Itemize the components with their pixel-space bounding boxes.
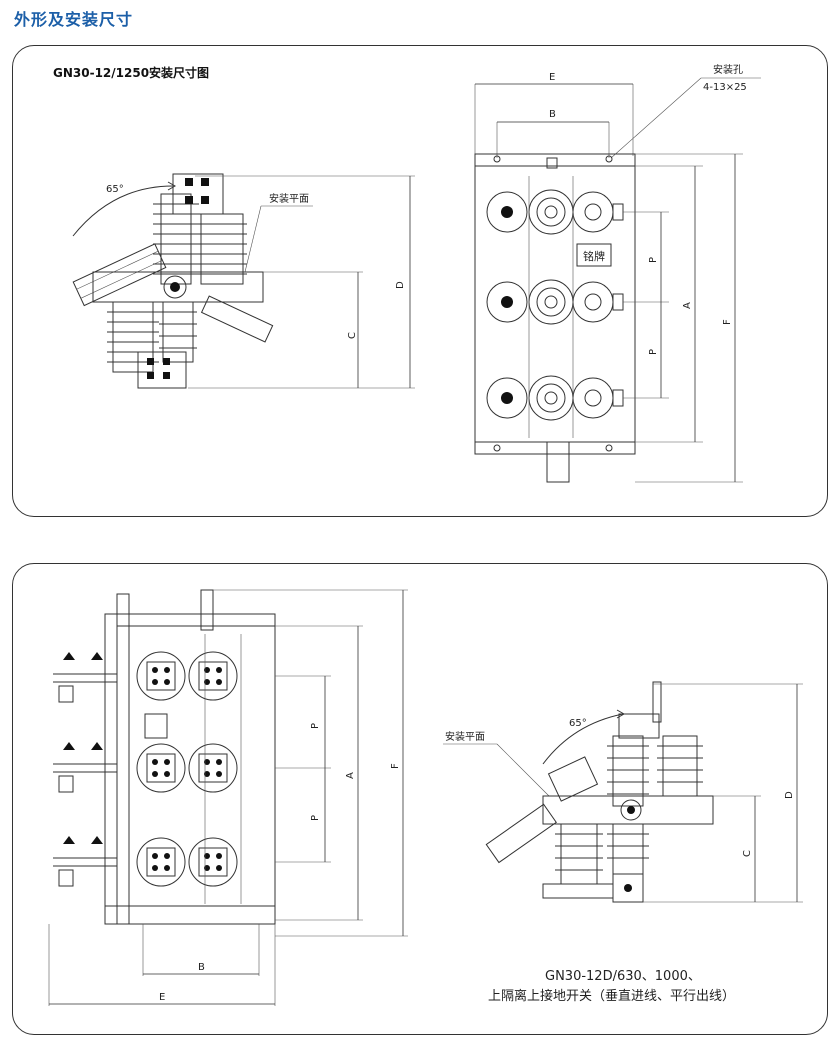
bottom-mounting-plane-label: 安装平面 (445, 730, 485, 743)
bottom-angle-label: 65° (569, 718, 587, 729)
bottom-side-view: 65° 安装平面 (443, 681, 803, 903)
bottom-dim-a-label: A (345, 772, 356, 779)
bottom-dim-f-label: F (390, 763, 401, 769)
bottom-dim-c-label: C (742, 850, 753, 857)
bottom-dim-p1-label: P (310, 723, 321, 729)
top-mounting-hole-leader (610, 77, 702, 159)
bottom-drawing-panel: P P A F B E 65° (12, 563, 828, 1035)
top-dim-b-label: B (549, 109, 556, 120)
top-mounting-hole-spec: 4-13×25 (703, 82, 747, 93)
section-title: 外形及安装尺寸 (14, 10, 134, 29)
top-dim-f-label: F (722, 319, 733, 325)
top-mounting-plane-label: 安装平面 (269, 192, 309, 205)
bottom-dim-d-label: D (784, 791, 795, 799)
top-angle-arc (72, 185, 174, 237)
top-rotated-blade (72, 243, 167, 307)
top-dim-d-label: D (395, 281, 406, 289)
top-dim-c-label: C (347, 332, 358, 339)
bottom-caption-line1: GN30-12D/630、1000、 (545, 969, 701, 984)
top-dim-p1-label: P (648, 257, 659, 263)
top-angle-arrow (167, 181, 177, 191)
bottom-dim-e-label: E (159, 992, 165, 1003)
top-drawings-svg: 65° (72, 63, 761, 483)
top-drawing-panel: GN30-12/1250安装尺寸图 65° (12, 45, 828, 517)
bottom-front-view: P P A F B E (48, 589, 408, 1006)
bottom-mounting-plane-leader (496, 743, 550, 797)
top-nameplate (576, 243, 612, 267)
top-dim-e-label: E (549, 72, 555, 83)
top-side-view: 65° (72, 173, 415, 389)
top-dim-p2-label: P (648, 349, 659, 355)
bottom-drawings-svg: P P A F B E 65° (48, 589, 803, 1006)
bottom-front-frame (104, 613, 276, 925)
top-angle-label: 65° (106, 184, 124, 195)
top-mounting-hole-label: 安装孔 (713, 63, 743, 76)
bottom-angle-arc (542, 713, 624, 765)
top-nameplate-label: 铭牌 (583, 249, 605, 263)
bottom-dim-b-label: B (198, 962, 205, 973)
top-upper-insulator (153, 193, 247, 285)
top-terminal-block (172, 173, 224, 215)
top-plan-view: E B 安装孔 4-13×25 (474, 63, 761, 483)
top-dim-a-label: A (682, 302, 693, 309)
top-mounting-plane-leader (244, 205, 262, 273)
top-plan-frame (474, 153, 636, 455)
top-panel-title: GN30-12/1250安装尺寸图 (53, 66, 210, 80)
bottom-caption-line2: 上隔离上接地开关（垂直进线、平行出线） (488, 989, 736, 1004)
bottom-dim-p2-label: P (310, 815, 321, 821)
